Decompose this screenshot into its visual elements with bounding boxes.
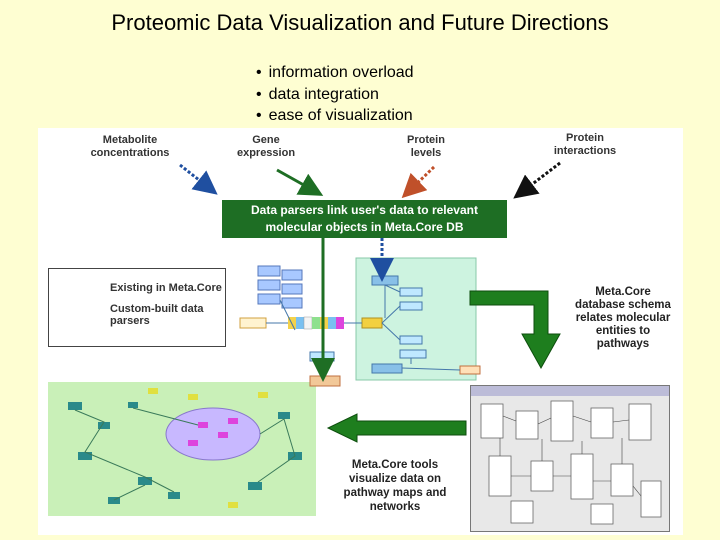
metabolite-arrow — [179, 163, 218, 195]
bullet-item: ease of visualization — [256, 105, 414, 127]
protein-level-arrow — [401, 165, 436, 199]
gene-arrow — [276, 168, 324, 196]
network-node — [399, 335, 423, 345]
schema-graphic — [471, 386, 669, 525]
network-node — [371, 363, 403, 374]
protein-levels-label: Protein levels — [407, 134, 445, 159]
bullet-list: information overload data integration ea… — [256, 62, 414, 127]
gene-stack — [257, 265, 303, 309]
network-node — [399, 349, 427, 359]
parser-line-2: molecular objects in Meta.Core DB — [265, 220, 464, 234]
legend-box: Existing in Meta.Core Custom-built data … — [48, 268, 226, 347]
network-node — [371, 275, 399, 286]
parser-line-1: Data parsers link user's data to relevan… — [251, 203, 478, 217]
pathway-map-image — [48, 382, 316, 516]
slide-title: Proteomic Data Visualization and Future … — [111, 10, 609, 35]
schema-screenshot — [470, 385, 670, 532]
schema-flow-arrow — [469, 290, 561, 370]
schema-caption: Meta.Core database schema relates molecu… — [575, 286, 671, 350]
protein-interactions-label: Protein interactions — [553, 132, 617, 157]
ligand-node — [239, 317, 267, 329]
visualize-caption: Meta.Core tools visualize data on pathwa… — [343, 459, 447, 513]
metabolite-label: Metabolite concentrations — [90, 134, 170, 159]
legend-custom-label: Custom-built data parsers — [110, 303, 204, 327]
bullet-item: information overload — [256, 62, 414, 84]
gene-label: Gene expression — [236, 134, 296, 159]
pathway-map-graphic — [68, 388, 302, 508]
network-node — [399, 287, 423, 297]
network-node — [361, 317, 383, 329]
network-node — [399, 301, 423, 311]
network-node — [459, 365, 481, 375]
data-parser-box: Data parsers link user's data to relevan… — [222, 200, 507, 238]
interaction-arrow — [513, 161, 561, 199]
network-node — [309, 375, 341, 387]
visualize-flow-arrow — [326, 413, 467, 443]
receptor-strip — [288, 316, 344, 330]
bullet-item: data integration — [256, 84, 414, 106]
legend-existing-label: Existing in Meta.Core — [110, 282, 222, 294]
